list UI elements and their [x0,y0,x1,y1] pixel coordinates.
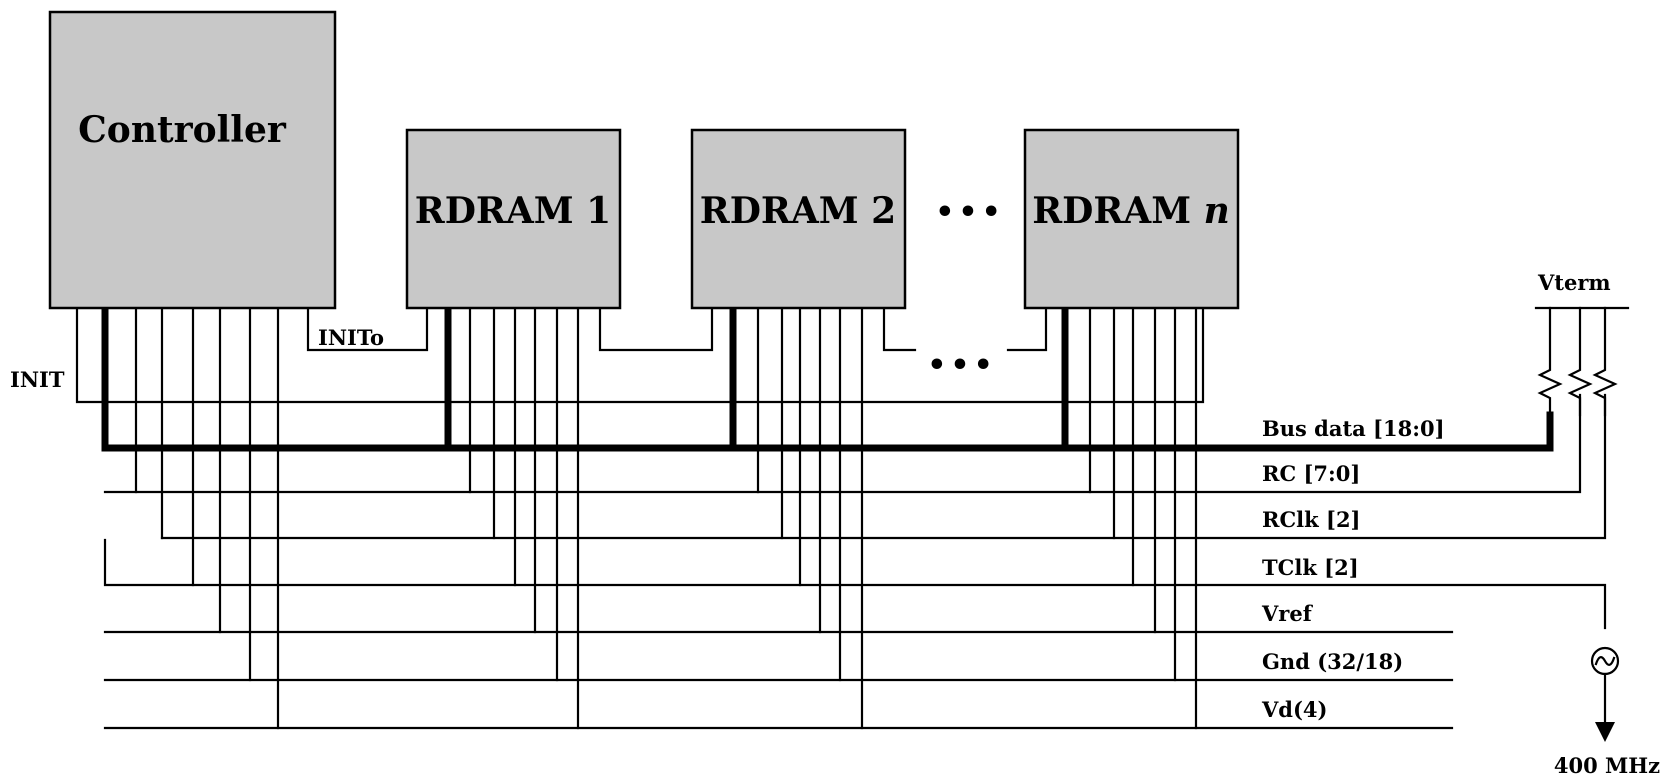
vterm-label: Vterm [1537,270,1611,295]
rc-line [103,393,1582,494]
inito-link-2 [598,306,714,352]
rdramn-label: RDRAM n [1032,190,1230,232]
clock-freq-label: 400 MHz [1554,753,1660,778]
resistor-3 [1592,306,1618,417]
vref-label: Vref [1261,601,1314,626]
init-line [75,290,1205,404]
init-label: INIT [10,367,65,392]
sine-wave-icon [1594,656,1616,666]
tclk-label: TClk [2] [1262,555,1359,580]
rc-label: RC [7:0] [1262,461,1360,486]
rdram2-label: RDRAM 2 [700,190,896,232]
rdram1-label: RDRAM 1 [415,190,611,232]
rdram2-block: RDRAM 2 [690,128,907,310]
rdramn-block: RDRAM n [1023,128,1240,310]
inito-link-3 [882,306,917,352]
inito-link-1 [306,306,429,352]
ellipsis-middle: ••• [927,348,997,383]
bus-data-line [101,411,1554,452]
inito-label: INITo [318,325,384,350]
controller-block: Controller [48,10,337,310]
resistor-1 [1537,306,1563,417]
inito-link-4 [1006,306,1048,352]
rdram1-block: RDRAM 1 [405,128,622,310]
rclk-label: RClk [2] [1262,507,1361,532]
rclk-line [160,393,1607,540]
ellipsis-top: ••• [935,195,1005,230]
bus-data-label: Bus data [18:0] [1262,416,1445,441]
tclk-line [103,538,1607,630]
resistor-2 [1567,306,1593,417]
arrow-down-icon [1595,722,1615,742]
vd-label: Vd(4) [1261,697,1327,722]
gnd-label: Gnd (32/18) [1262,649,1403,674]
controller-label: Controller [78,109,287,151]
bus-wires [75,290,1630,742]
